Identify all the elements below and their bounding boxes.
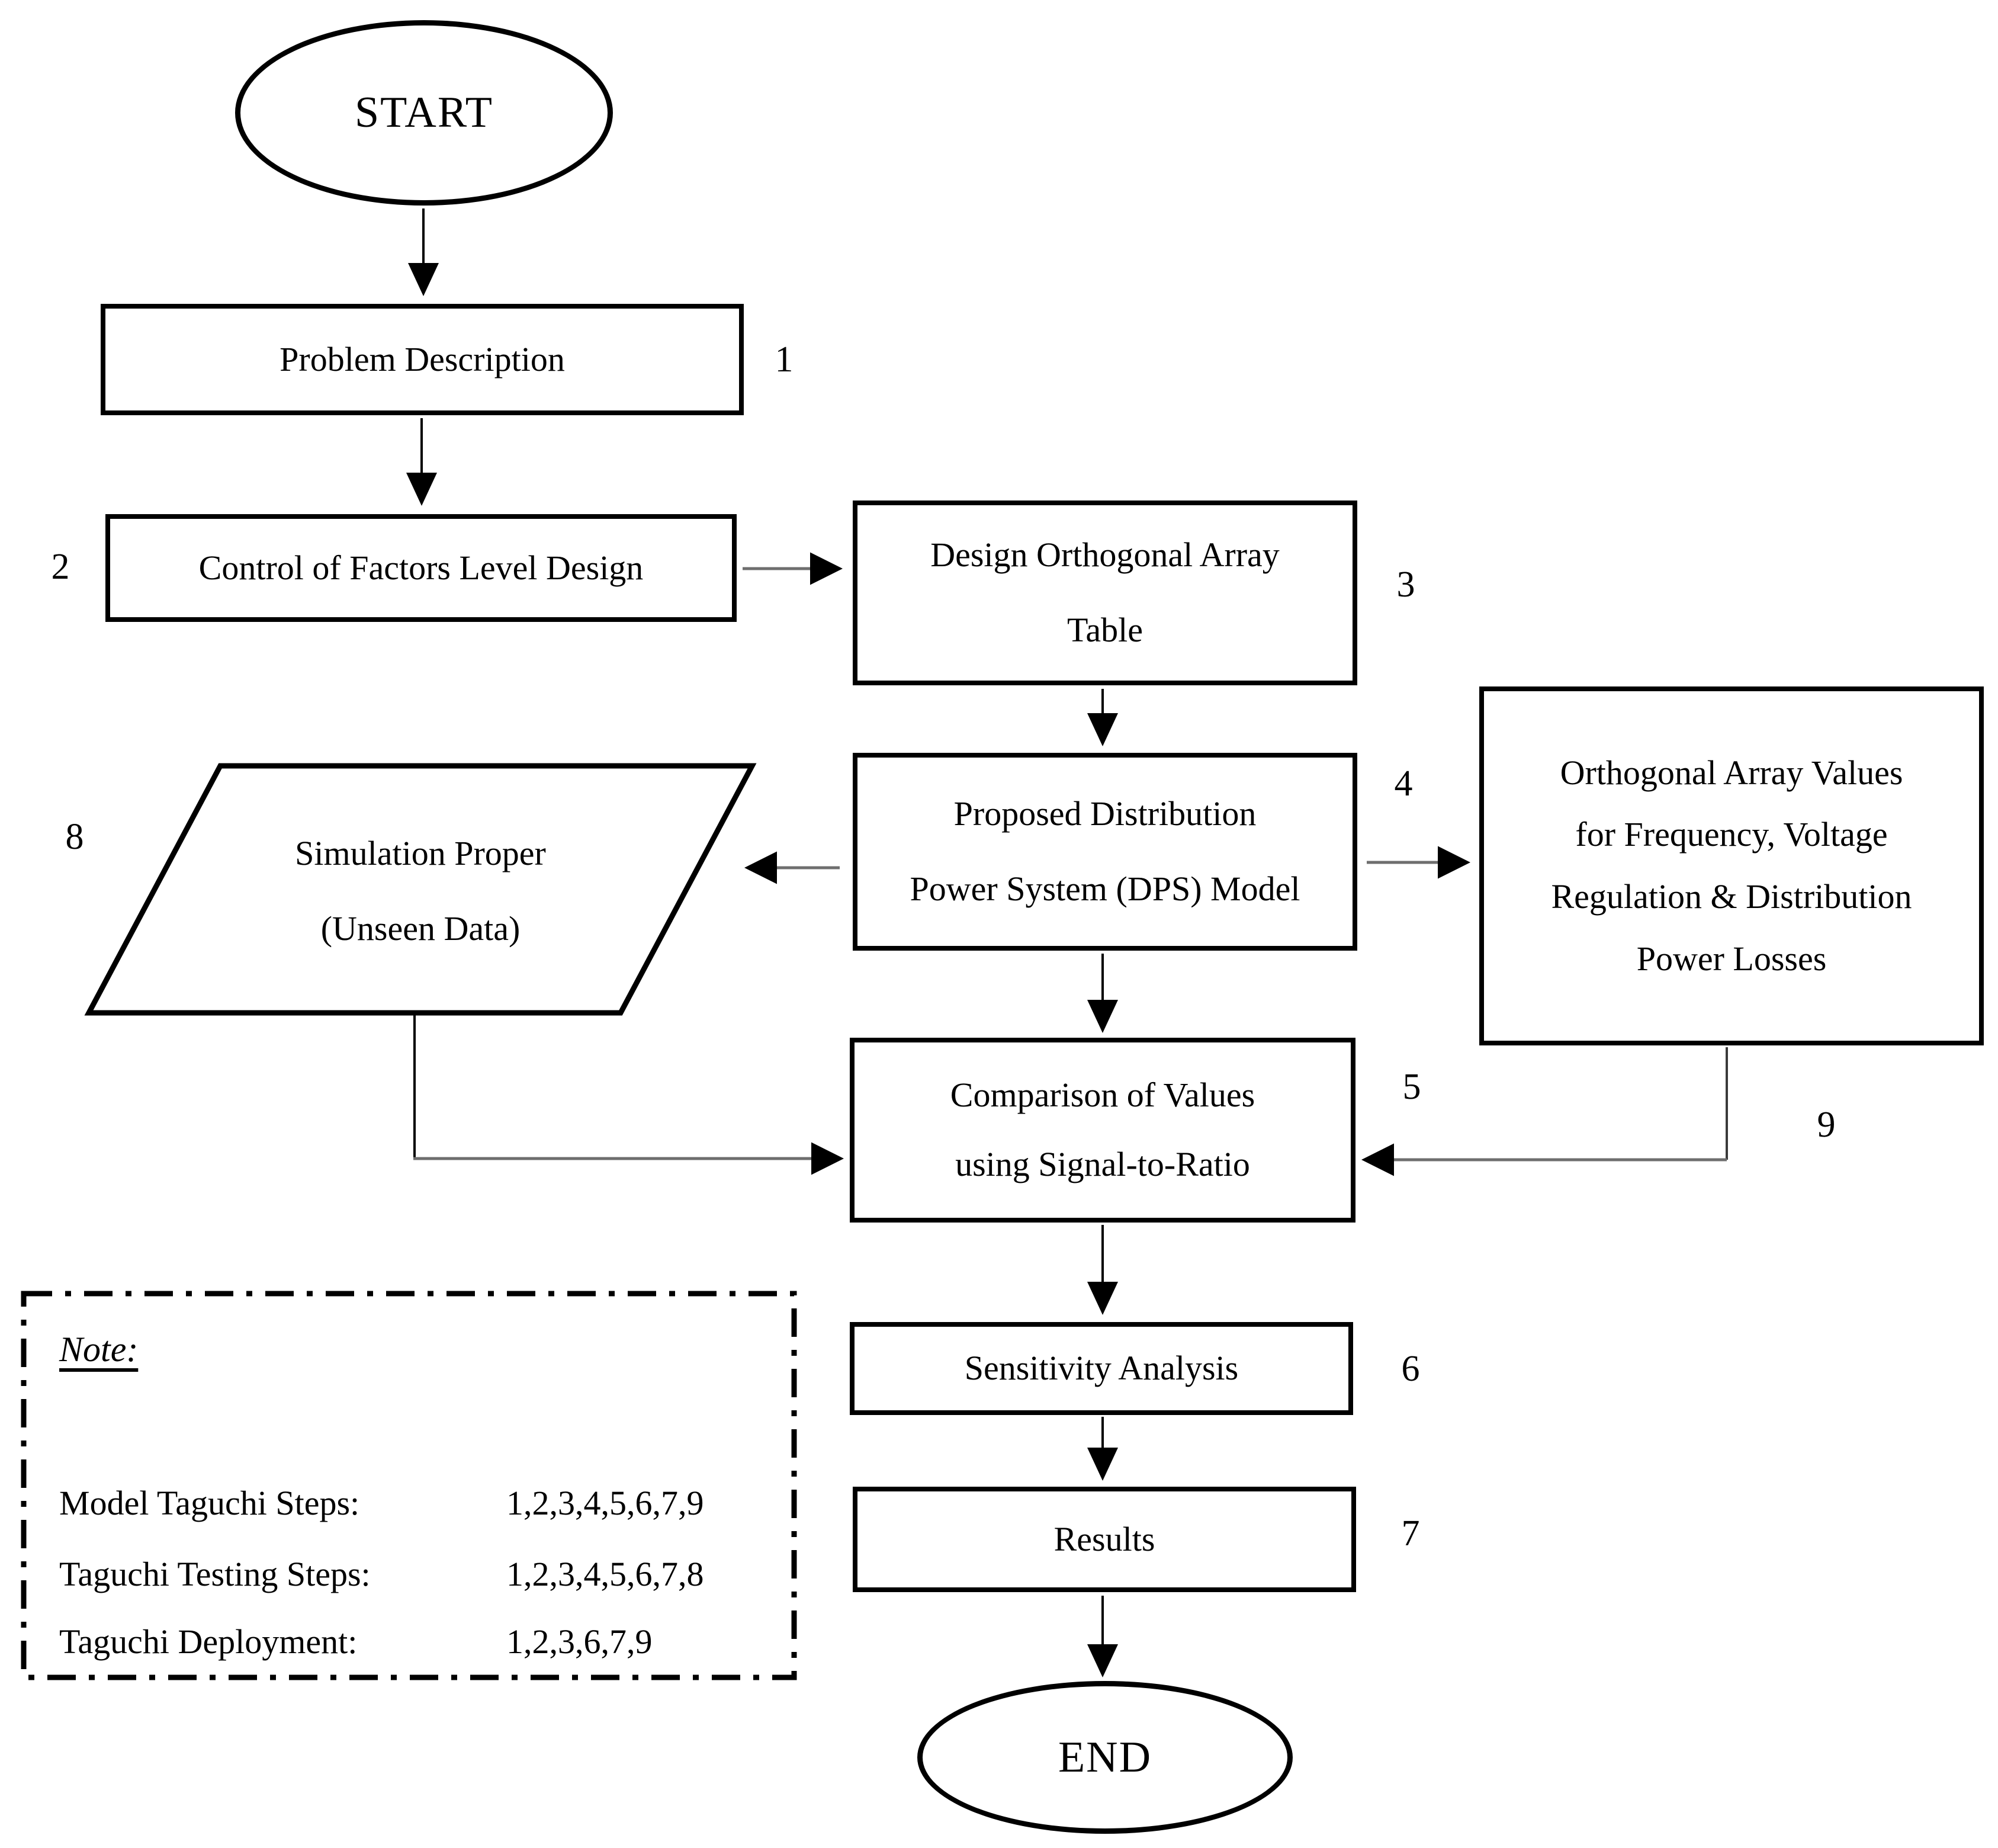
problem-description-label: Problem Description bbox=[280, 339, 565, 378]
dps-model-line2: Power System (DPS) Model bbox=[910, 870, 1300, 908]
note-row-label: Model Taguchi Steps: bbox=[59, 1484, 360, 1522]
note-title: Note: bbox=[59, 1330, 139, 1369]
control-factors-label: Control of Factors Level Design bbox=[198, 548, 644, 587]
simulation-proper-line1: Simulation Proper bbox=[295, 834, 546, 873]
step-number-4: 4 bbox=[1394, 763, 1413, 804]
design-orthogonal-array-line1: Design Orthogonal Array bbox=[930, 535, 1280, 575]
orthogonal-array-values-line1: Orthogonal Array Values bbox=[1560, 753, 1903, 792]
step-number-5: 5 bbox=[1402, 1067, 1421, 1107]
note-box-border bbox=[21, 1291, 797, 1680]
control-factors-box: Control of Factors Level Design bbox=[105, 514, 737, 622]
sensitivity-analysis-label: Sensitivity Analysis bbox=[964, 1349, 1239, 1388]
note-row-taguchi-deployment: Taguchi Deployment: 1,2,3,6,7,9 bbox=[59, 1623, 758, 1664]
step-number-3: 3 bbox=[1396, 564, 1415, 605]
step-number-9: 9 bbox=[1817, 1105, 1836, 1145]
sensitivity-analysis-box: Sensitivity Analysis bbox=[850, 1322, 1353, 1415]
note-row-taguchi-testing: Taguchi Testing Steps: 1,2,3,4,5,6,7,8 bbox=[59, 1555, 758, 1597]
note-row-value: 1,2,3,6,7,9 bbox=[506, 1622, 653, 1661]
simulation-proper-text: Simulation Proper (Unseen Data) bbox=[142, 773, 699, 1010]
orthogonal-array-values-line3: Regulation & Distribution bbox=[1551, 877, 1912, 916]
step-number-7: 7 bbox=[1401, 1513, 1420, 1554]
orthogonal-array-values-box: Orthogonal Array Values for Frequency, V… bbox=[1479, 686, 1984, 1045]
orthogonal-array-values-line4: Power Losses bbox=[1636, 939, 1827, 978]
step-number-8: 8 bbox=[65, 817, 84, 857]
end-label: END bbox=[1058, 1732, 1152, 1782]
comparison-line1: Comparison of Values bbox=[950, 1076, 1255, 1115]
step-number-6: 6 bbox=[1401, 1349, 1420, 1389]
simulation-parallelogram bbox=[84, 763, 757, 1016]
note-row-label: Taguchi Deployment: bbox=[59, 1622, 358, 1661]
dps-model-box: Proposed Distribution Power System (DPS)… bbox=[853, 753, 1357, 951]
simulation-proper-line2: (Unseen Data) bbox=[320, 909, 521, 948]
comparison-box: Comparison of Values using Signal-to-Rat… bbox=[850, 1038, 1355, 1223]
step-number-2: 2 bbox=[51, 547, 70, 587]
comparison-line2: using Signal-to-Ratio bbox=[955, 1145, 1250, 1183]
start-terminator: START bbox=[235, 20, 613, 206]
problem-description-box: Problem Description bbox=[101, 304, 744, 415]
note-row-value: 1,2,3,4,5,6,7,9 bbox=[506, 1484, 704, 1522]
step-number-1: 1 bbox=[775, 339, 794, 380]
start-label: START bbox=[355, 88, 493, 137]
design-orthogonal-array-box: Design Orthogonal Array Table bbox=[853, 500, 1357, 685]
end-terminator: END bbox=[917, 1681, 1293, 1834]
design-orthogonal-array-line2: Table bbox=[1067, 611, 1143, 649]
note-row-label: Taguchi Testing Steps: bbox=[59, 1555, 371, 1593]
dps-model-line1: Proposed Distribution bbox=[953, 794, 1257, 833]
results-box: Results bbox=[853, 1487, 1356, 1592]
results-label: Results bbox=[1053, 1519, 1155, 1558]
note-row-model-taguchi: Model Taguchi Steps: 1,2,3,4,5,6,7,9 bbox=[59, 1484, 758, 1526]
orthogonal-array-values-line2: for Frequency, Voltage bbox=[1575, 815, 1888, 854]
note-row-value: 1,2,3,4,5,6,7,8 bbox=[506, 1555, 704, 1593]
